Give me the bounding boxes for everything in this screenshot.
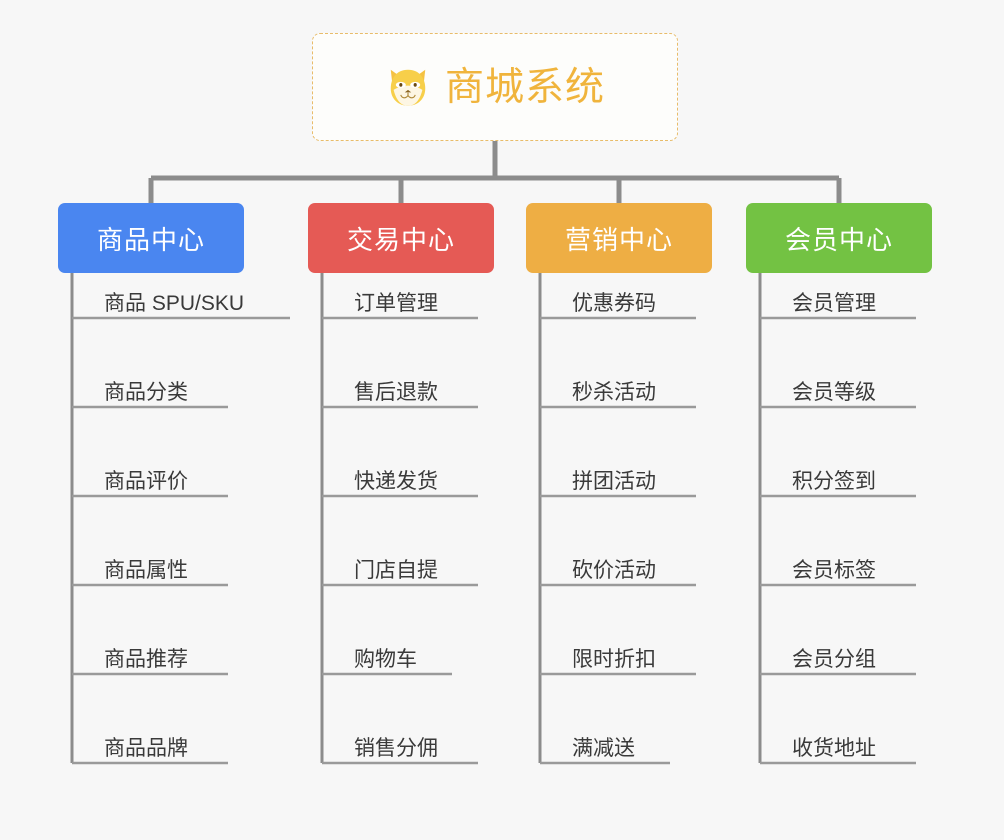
- leaf-node[interactable]: 优惠券码: [572, 280, 696, 320]
- leaf-label: 订单管理: [354, 292, 438, 315]
- leaf-node[interactable]: 会员分组: [792, 636, 916, 676]
- leaf-label: 快递发货: [354, 470, 438, 493]
- leaf-node[interactable]: 购物车: [354, 636, 452, 676]
- category-label: 会员中心: [784, 224, 893, 255]
- leaf-node[interactable]: 积分签到: [792, 458, 916, 498]
- leaf-label: 优惠券码: [572, 292, 656, 315]
- leaf-node[interactable]: 收货地址: [792, 725, 916, 765]
- leaf-node[interactable]: 会员管理: [792, 280, 916, 320]
- leaf-label: 售后退款: [354, 381, 438, 404]
- leaf-node[interactable]: 快递发货: [354, 458, 478, 498]
- leaf-label: 秒杀活动: [572, 381, 656, 404]
- leaf-label: 收货地址: [792, 737, 876, 760]
- leaf-label: 会员分组: [792, 648, 876, 671]
- root-node[interactable]: 商城系统: [312, 33, 678, 141]
- root-title: 商城系统: [444, 65, 605, 109]
- leaf-node[interactable]: 限时折扣: [572, 636, 696, 676]
- leaf-label: 限时折扣: [572, 648, 656, 671]
- leaf-node[interactable]: 商品推荐: [104, 636, 228, 676]
- leaf-node[interactable]: 秒杀活动: [572, 369, 696, 409]
- leaf-label: 商品品牌: [104, 737, 188, 760]
- leaf-node[interactable]: 商品分类: [104, 369, 228, 409]
- leaf-node[interactable]: 商品品牌: [104, 725, 228, 765]
- category-label: 营销中心: [564, 224, 673, 255]
- leaf-node[interactable]: 销售分佣: [354, 725, 478, 765]
- leaf-label: 商品 SPU/SKU: [104, 292, 245, 315]
- leaf-node[interactable]: 拼团活动: [572, 458, 696, 498]
- leaf-label: 砍价活动: [572, 559, 656, 582]
- leaf-label: 拼团活动: [572, 470, 656, 493]
- category-label: 商品中心: [96, 224, 205, 255]
- leaf-label: 门店自提: [354, 559, 438, 582]
- leaf-label: 购物车: [354, 648, 417, 671]
- leaf-label: 会员等级: [792, 381, 876, 404]
- leaf-label: 积分签到: [792, 470, 876, 493]
- leaf-node[interactable]: 商品 SPU/SKU: [104, 280, 290, 320]
- shiba-dog-icon: [390, 69, 426, 106]
- leaf-label: 销售分佣: [354, 737, 438, 760]
- leaf-node[interactable]: 商品评价: [104, 458, 228, 498]
- category-label: 交易中心: [346, 224, 455, 255]
- category-node-1[interactable]: 商品中心: [58, 203, 244, 273]
- leaf-node[interactable]: 门店自提: [354, 547, 478, 587]
- leaf-label: 商品推荐: [104, 648, 188, 671]
- leaf-label: 满减送: [572, 737, 635, 760]
- leaf-node[interactable]: 砍价活动: [572, 547, 696, 587]
- leaf-label: 会员标签: [792, 559, 876, 582]
- category-node-2[interactable]: 交易中心: [308, 203, 494, 273]
- leaf-node[interactable]: 会员标签: [792, 547, 916, 587]
- leaf-label: 商品评价: [104, 470, 188, 493]
- leaf-node[interactable]: 订单管理: [354, 280, 478, 320]
- leaf-label: 商品分类: [104, 381, 188, 404]
- leaf-label: 商品属性: [104, 559, 188, 582]
- category-node-3[interactable]: 营销中心: [526, 203, 712, 273]
- leaf-node[interactable]: 满减送: [572, 725, 670, 765]
- category-node-4[interactable]: 会员中心: [746, 203, 932, 273]
- leaf-node[interactable]: 商品属性: [104, 547, 228, 587]
- leaf-label: 会员管理: [792, 292, 876, 315]
- leaf-node[interactable]: 会员等级: [792, 369, 916, 409]
- leaf-node[interactable]: 售后退款: [354, 369, 478, 409]
